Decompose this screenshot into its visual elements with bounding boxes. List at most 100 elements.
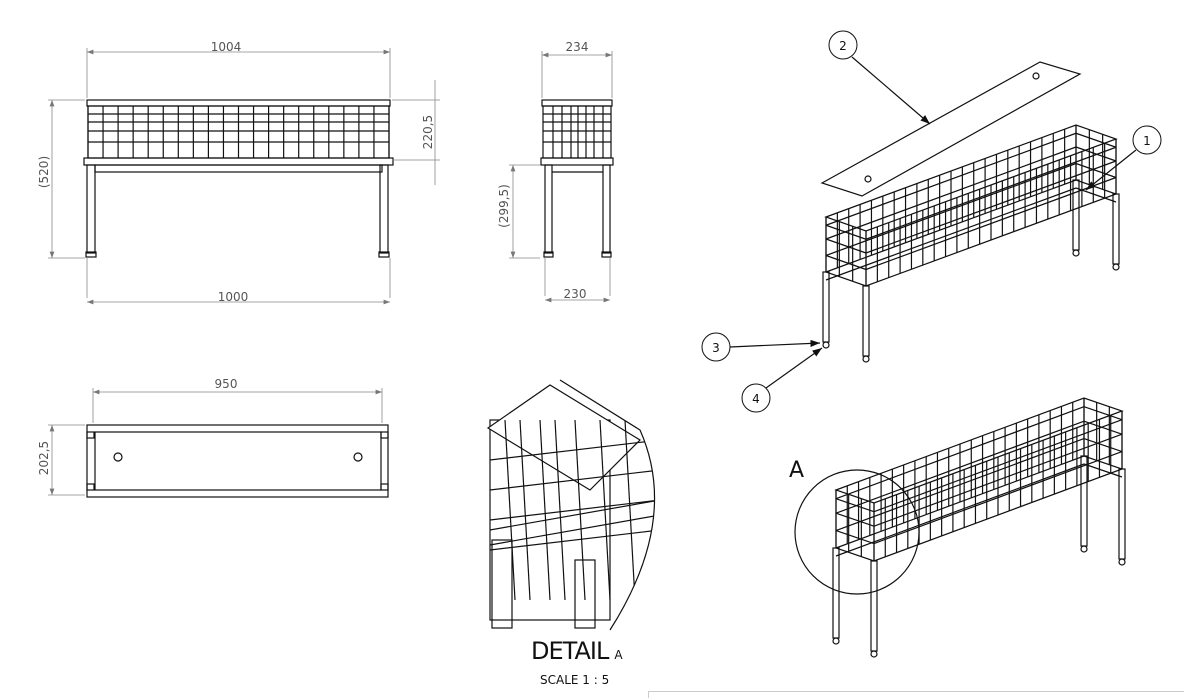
hole [1032, 72, 1040, 80]
dim-950: 950 [215, 377, 238, 391]
wire [835, 420, 1085, 514]
hole [113, 452, 123, 462]
top-lid [94, 431, 382, 491]
balloon-4: 4 [741, 383, 771, 413]
leg [1118, 468, 1126, 560]
side-leg-left [544, 164, 553, 254]
leg [1072, 179, 1080, 251]
wire [825, 146, 1077, 240]
leg [862, 285, 870, 357]
wire [539, 419, 551, 601]
basket-rim [834, 397, 1124, 504]
dim-220-5: 220,5 [421, 115, 435, 149]
foot [85, 251, 97, 258]
foot [378, 251, 390, 258]
leg [822, 271, 830, 343]
iso-view [832, 397, 1126, 658]
foot [870, 650, 878, 658]
wire [519, 419, 531, 601]
frame-rail [1083, 463, 1123, 478]
front-rail [94, 164, 383, 173]
basket-base [824, 179, 1118, 287]
title-block-edge [648, 691, 1184, 698]
dim-520: (520) [37, 156, 51, 188]
front-leg-left [86, 164, 96, 254]
wire [835, 406, 1085, 500]
foot [1118, 558, 1126, 566]
wire [489, 529, 655, 551]
wire [865, 146, 1117, 240]
corner [380, 483, 389, 491]
lid-plate [820, 61, 1082, 197]
balloon-1: 1 [1132, 125, 1162, 155]
detail-boundary [559, 379, 656, 631]
wire [504, 419, 516, 601]
wire [624, 419, 636, 601]
wire [835, 438, 1085, 532]
leg [1080, 455, 1088, 547]
hole [353, 452, 363, 462]
wire [1075, 162, 1117, 179]
dim-299-5: (299,5) [497, 184, 511, 228]
detail-a-view [486, 384, 655, 629]
wire [1083, 406, 1123, 421]
leg [1112, 193, 1120, 265]
leader-1 [1085, 149, 1137, 191]
corner [86, 431, 95, 439]
frame-rail [835, 463, 1085, 557]
wire [825, 238, 867, 254]
side-frame [540, 157, 614, 166]
top-outline [86, 424, 389, 498]
wire [873, 451, 1123, 545]
dim-1000: 1000 [218, 290, 249, 304]
side-leg-right [602, 164, 611, 254]
wire [865, 160, 1117, 254]
detail-title-text: DETAIL [531, 637, 609, 665]
leader-4 [765, 347, 823, 389]
basket-rim [824, 124, 1118, 232]
hole [864, 175, 872, 183]
detail-leg [491, 539, 513, 629]
front-top-plate [86, 99, 391, 107]
frame [489, 514, 655, 546]
detail-letter: A [614, 648, 622, 662]
front-frame [83, 157, 394, 166]
iso-assembly [822, 124, 1120, 363]
svg-text:4: 4 [752, 392, 760, 406]
detail-callout-letter: A [789, 458, 805, 483]
detail-rim-top [486, 384, 641, 491]
detail-scale: SCALE 1 : 5 [540, 673, 610, 687]
wire [825, 224, 867, 240]
foot [862, 355, 870, 363]
wire [873, 419, 1123, 513]
frame-rail [825, 187, 1077, 281]
wire [489, 439, 655, 461]
detail-leg [574, 559, 596, 629]
corner [380, 431, 389, 439]
dim-1004: 1004 [211, 40, 242, 54]
wire [825, 132, 1077, 226]
foot [1112, 263, 1120, 271]
balloon-2: 2 [828, 30, 858, 60]
svg-text:2: 2 [839, 39, 847, 53]
side-top-plate [541, 99, 613, 107]
leg [870, 560, 878, 652]
wire [835, 512, 875, 527]
detail-title: DETAIL A [531, 637, 623, 665]
foot [1072, 249, 1080, 257]
leader-2 [851, 56, 931, 125]
wire [1075, 132, 1117, 148]
front-leg-right [379, 164, 389, 254]
detail-circle [794, 469, 920, 595]
leader-3 [729, 339, 821, 348]
wire [865, 176, 1117, 271]
svg-text:3: 3 [712, 341, 720, 355]
foot [601, 251, 612, 258]
corner [86, 483, 95, 491]
foot [1080, 545, 1088, 553]
wire [825, 162, 1077, 257]
wire [835, 530, 875, 545]
dim-234: 234 [566, 40, 589, 54]
